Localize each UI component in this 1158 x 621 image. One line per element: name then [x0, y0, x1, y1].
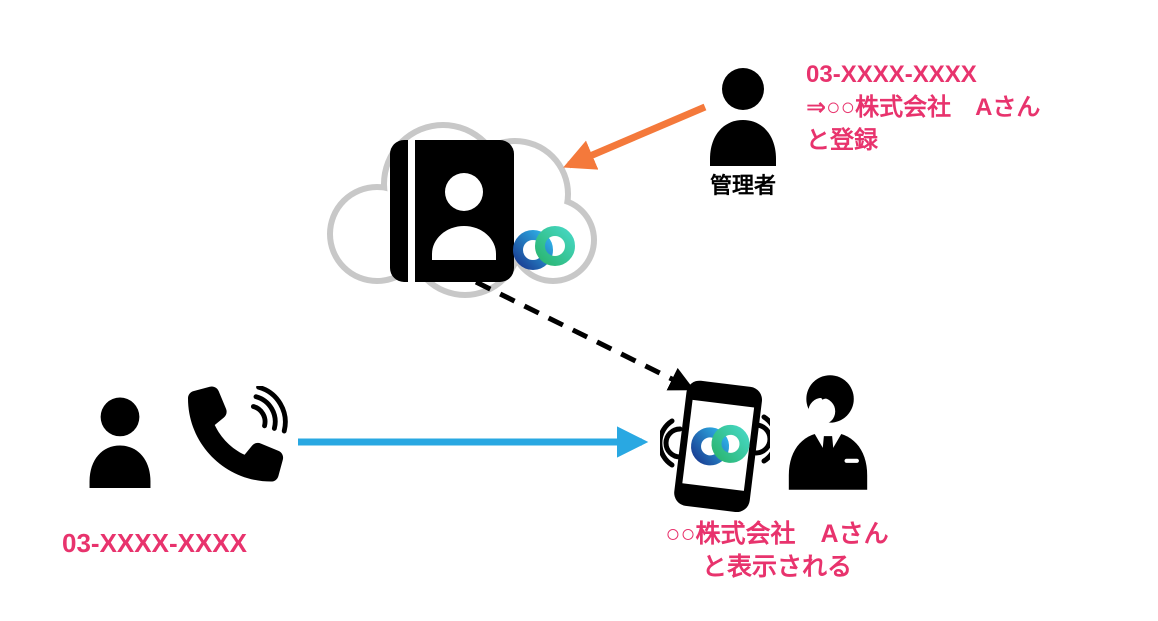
phone-handset-icon — [188, 386, 288, 482]
admin-note-line3: と登録 — [806, 127, 878, 154]
webex-logo-icon — [513, 226, 575, 270]
admin-note: 03-XXXX-XXXX ⇒○○株式会社 Aさん と登録 — [806, 58, 1151, 157]
businessman-icon — [788, 375, 868, 490]
register-arrow-icon — [563, 103, 707, 170]
smartphone-icon — [660, 380, 770, 513]
callee-note-line2: と表示される — [701, 553, 852, 581]
caller-number: 03-XXXX-XXXX — [62, 528, 247, 558]
contact-book-icon — [390, 140, 514, 282]
callee-note: ○○株式会社 Aさん と表示される — [612, 518, 942, 584]
callee-note-line1: ○○株式会社 Aさん — [665, 520, 889, 548]
call-arrow-icon — [298, 426, 649, 458]
admin-note-line2: ⇒○○株式会社 Aさん — [806, 94, 1041, 121]
admin-person-icon — [710, 68, 776, 166]
vibration-marks — [660, 414, 770, 468]
caller-person-icon — [89, 397, 151, 488]
admin-note-line1: 03-XXXX-XXXX — [806, 61, 977, 88]
lookup-dashed-arrow-icon — [474, 279, 695, 391]
admin-label: 管理者 — [709, 173, 776, 198]
